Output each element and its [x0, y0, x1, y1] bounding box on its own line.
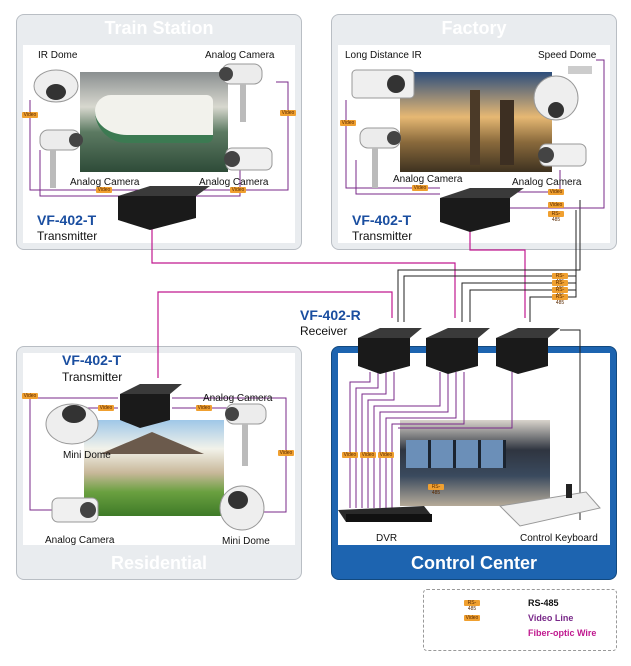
- house-roof: [100, 432, 204, 454]
- transmitter-model: VF-402-T: [352, 212, 412, 228]
- transmitter-train: [118, 186, 210, 230]
- camera-analog-train-tr: [219, 63, 263, 122]
- analog-camera-label: Analog Camera: [393, 174, 463, 185]
- video-tag: Video: [340, 120, 356, 126]
- rs485-tag: RS-485: [552, 280, 568, 292]
- camera-analog-res-tr: [225, 403, 267, 466]
- camera-analog-factory-br: [538, 143, 587, 167]
- camera-ir-dome: [33, 69, 79, 103]
- analog-camera-label: Analog Camera: [512, 177, 582, 188]
- camera-long-ir: [351, 69, 415, 99]
- video-tag: Video: [548, 189, 564, 195]
- receiver-1: [358, 328, 422, 374]
- dvr-device: [338, 506, 432, 522]
- transmitter-model: VF-402-T: [62, 352, 122, 368]
- ir-dome-label: IR Dome: [38, 50, 78, 61]
- mini-dome-label: Mini Dome: [63, 450, 111, 461]
- video-tag: Video: [96, 187, 112, 193]
- video-tag: Video: [378, 452, 394, 458]
- camera-analog-res-bl: [51, 497, 99, 523]
- camera-speed-dome: [533, 66, 592, 121]
- factory-stack: [470, 90, 480, 165]
- legend-video-label: Video Line: [528, 613, 574, 623]
- rs485-tag: RS-485: [552, 294, 568, 306]
- transmitter-role: Transmitter: [62, 370, 123, 384]
- transmitter-residential: [120, 384, 182, 428]
- video-tag: Video: [98, 405, 114, 411]
- receiver-3: [496, 328, 560, 374]
- video-tag: Video: [22, 393, 38, 399]
- legend-fiber-label: Fiber-optic Wire: [528, 628, 597, 638]
- legend: RS-485 Video RS-485 Video Line Fiber-opt…: [423, 589, 617, 651]
- factory-stack-2: [500, 100, 514, 165]
- transmitter-role: Transmitter: [37, 229, 98, 243]
- fiber-lines: [151, 222, 526, 378]
- rs485-tag: RS-485: [548, 211, 564, 223]
- rs485-tag: RS-485: [552, 287, 568, 299]
- video-tag: Video: [280, 110, 296, 116]
- video-tag: Video: [278, 450, 294, 456]
- long-distance-ir-label: Long Distance IR: [345, 50, 422, 61]
- legend-video-tag: Video: [464, 615, 480, 621]
- analog-camera-label: Analog Camera: [45, 535, 115, 546]
- mini-dome-label: Mini Dome: [222, 536, 270, 547]
- legend-rs485-label: RS-485: [528, 598, 559, 608]
- train-station-title: Train Station: [104, 18, 214, 38]
- video-tag: Video: [196, 405, 212, 411]
- control-center-title: Control Center: [411, 553, 537, 573]
- receiver-2: [426, 328, 490, 374]
- camera-analog-factory-bl: [359, 127, 401, 188]
- video-tag: Video: [360, 452, 376, 458]
- camera-analog-train-bl: [39, 129, 83, 188]
- speed-dome-label: Speed Dome: [538, 50, 597, 61]
- analog-camera-label: Analog Camera: [199, 177, 269, 188]
- video-tag: Video: [412, 185, 428, 191]
- legend-rs485-tag: RS-485: [464, 600, 480, 612]
- bullet-train: [95, 95, 213, 143]
- rs485-tag: RS-485: [428, 484, 444, 496]
- transmitter-factory: [440, 188, 524, 232]
- analog-camera-label: Analog Camera: [203, 393, 273, 404]
- video-tag: Video: [230, 187, 246, 193]
- monitor-grid: [406, 440, 506, 468]
- receiver-role: Receiver: [300, 324, 348, 338]
- video-tag: Video: [548, 202, 564, 208]
- camera-mini-dome-l: [45, 403, 99, 445]
- rs485-lines: [397, 200, 581, 520]
- camera-analog-train-br: [224, 147, 273, 171]
- factory-title: Factory: [441, 18, 507, 38]
- analog-camera-label: Analog Camera: [205, 50, 275, 61]
- control-keyboard-label: Control Keyboard: [520, 533, 598, 544]
- transmitter-role: Transmitter: [352, 229, 413, 243]
- receiver-model: VF-402-R: [300, 307, 361, 323]
- dvr-label: DVR: [376, 533, 398, 544]
- control-keyboard-device: [498, 484, 601, 527]
- transmitter-model: VF-402-T: [37, 212, 97, 228]
- analog-camera-label: Analog Camera: [70, 177, 140, 188]
- video-tag: Video: [22, 112, 38, 118]
- camera-mini-dome-r: [219, 485, 265, 531]
- residential-title: Residential: [110, 553, 208, 573]
- rs485-tag: RS-485: [552, 273, 568, 285]
- video-tag: Video: [342, 452, 358, 458]
